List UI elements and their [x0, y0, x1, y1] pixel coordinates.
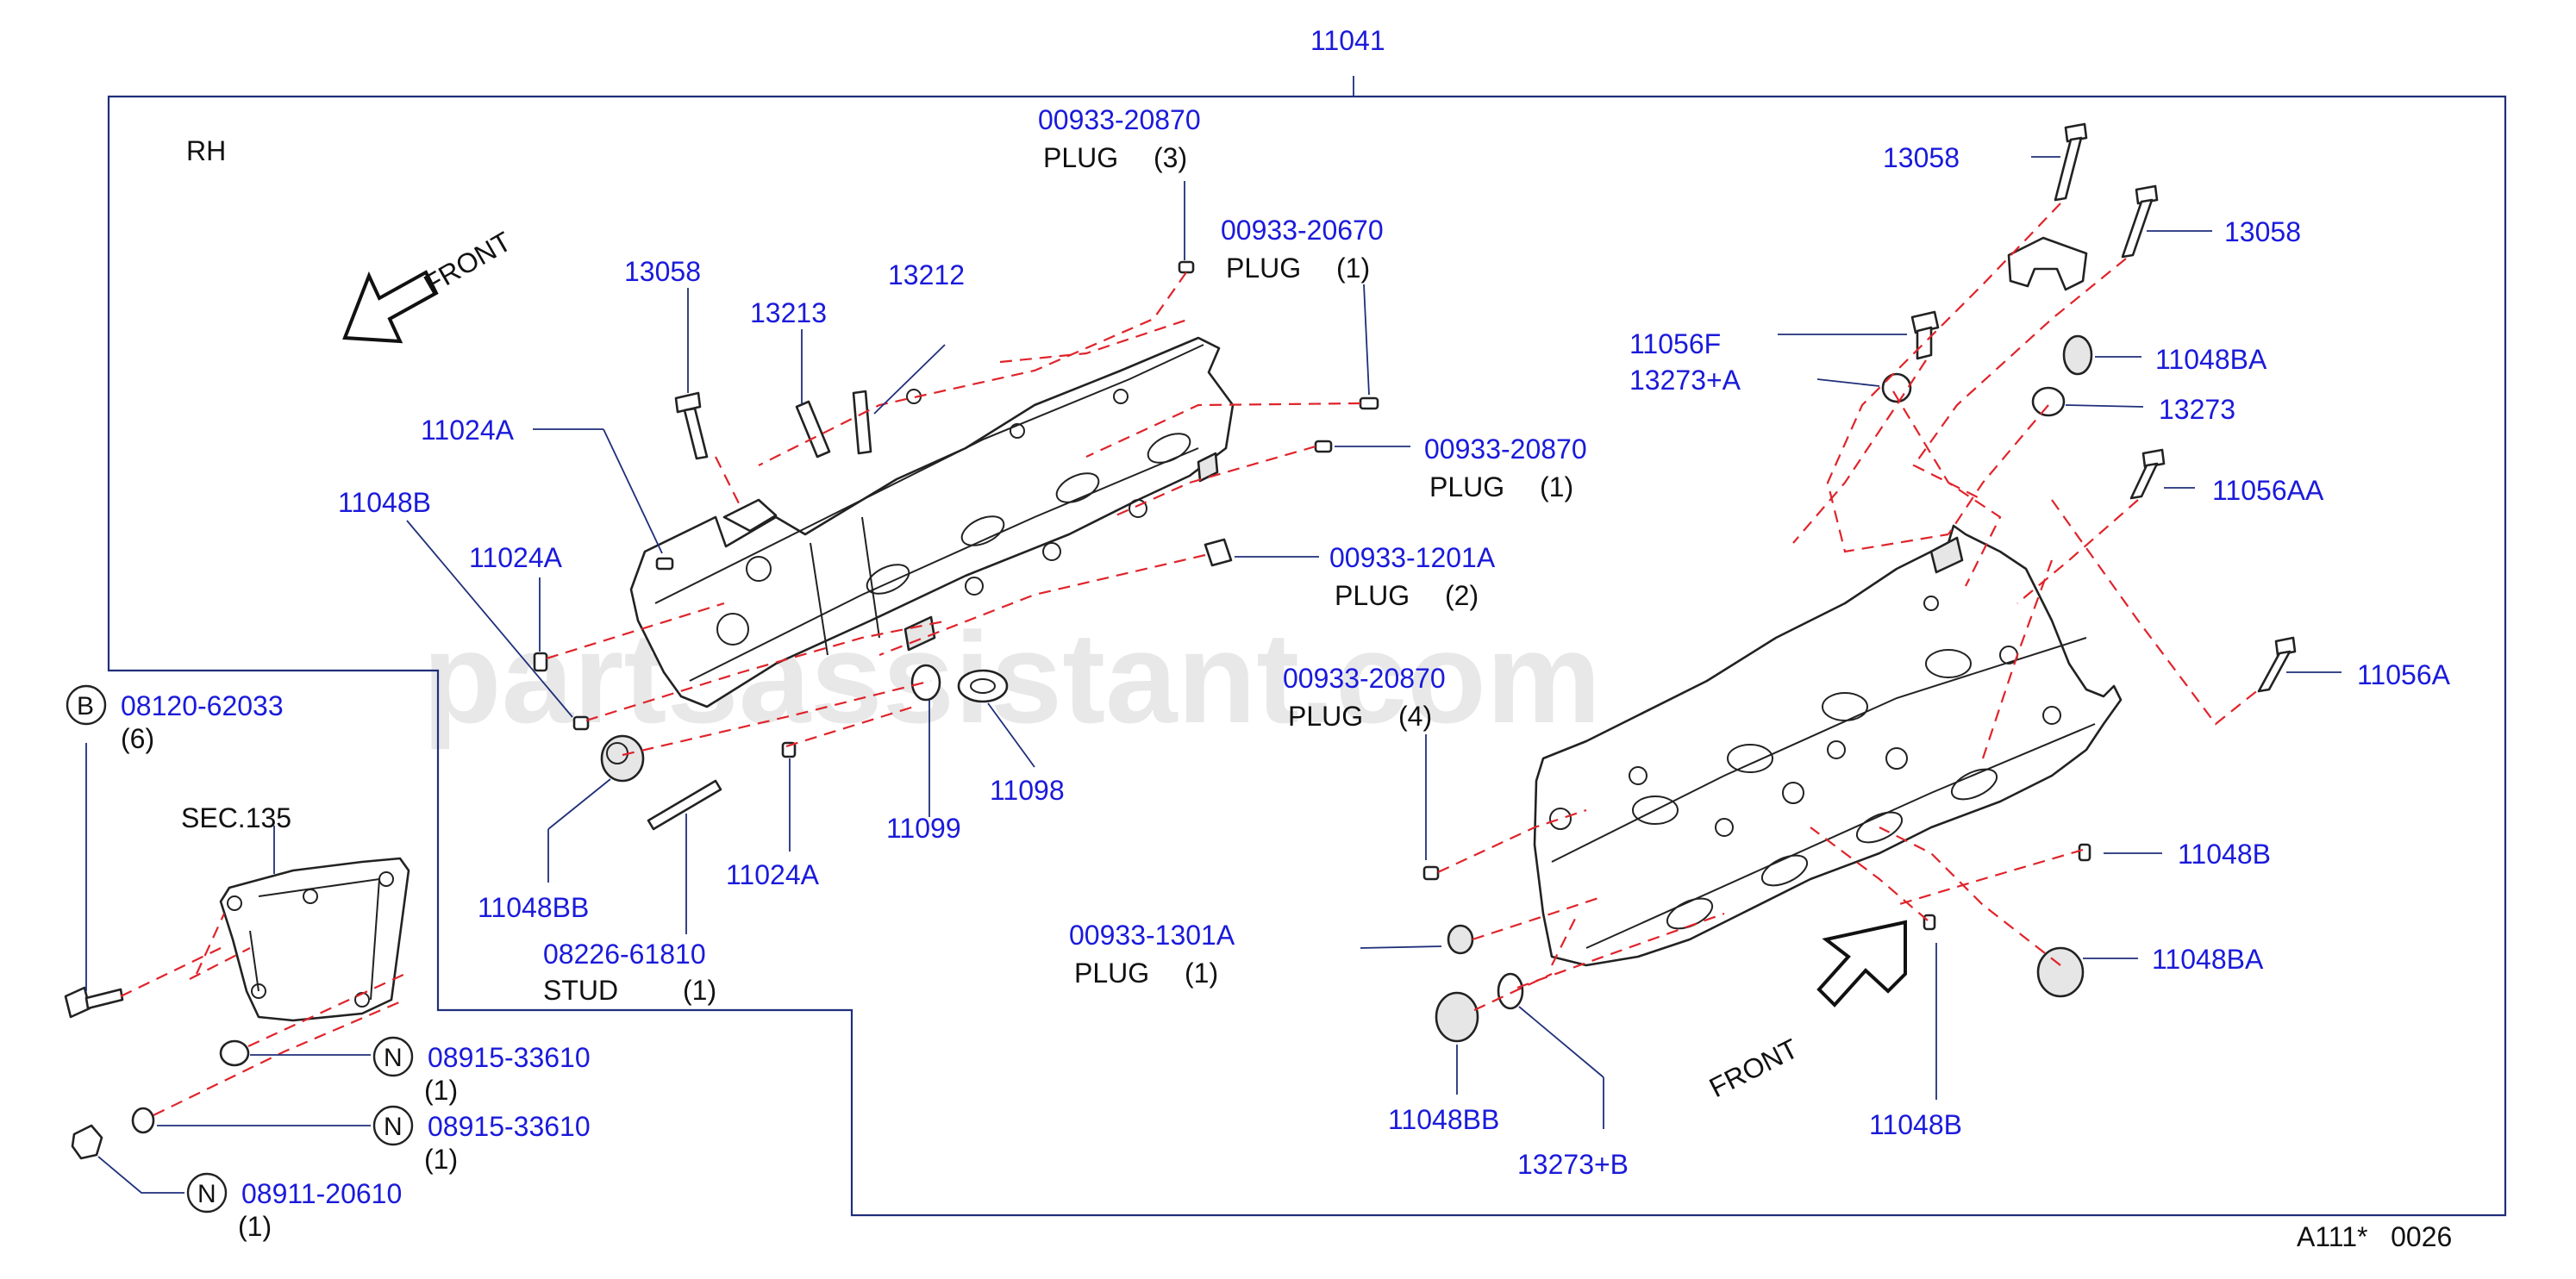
stud-qty: (1) [683, 975, 716, 1006]
right-11048bb-label[interactable]: 11048BB [1388, 1104, 1499, 1135]
left-11099-label[interactable]: 11099 [886, 813, 961, 844]
right-13273-label[interactable]: 13273 [2159, 394, 2235, 425]
right-13058-2-label[interactable]: 13058 [2224, 216, 2301, 247]
right-11048b-2-label[interactable]: 11048B [1869, 1109, 1962, 1140]
washer-n1-number[interactable]: 08915-33610 [428, 1042, 591, 1073]
left-13212-label[interactable]: 13212 [888, 259, 965, 290]
plug-20870-right-qty: (4) [1398, 701, 1432, 732]
plug-1301a-qty: (1) [1185, 958, 1218, 989]
right-11056a-label[interactable]: 11056A [2357, 659, 2451, 690]
left-dashed-lines [546, 271, 1361, 757]
plug-20870-top-desc: PLUG [1043, 142, 1118, 173]
plug-20870-mid-desc: PLUG [1429, 471, 1504, 502]
assembly-boundary [107, 95, 2507, 1217]
washer-n2-qty: (1) [424, 1144, 458, 1175]
sec135-hardware: B 08120-62033 (6) N 08915-33610 (1) N 08… [64, 684, 591, 1242]
sec135-bracket: SEC.135 [181, 802, 410, 1022]
plug-20870-right-desc: PLUG [1288, 701, 1363, 732]
right-11048ba-1-label[interactable]: 11048BA [2155, 344, 2267, 375]
plug-1201a-qty: (2) [1445, 580, 1479, 611]
right-11048b-1-label[interactable]: 11048B [2178, 839, 2271, 870]
nut-n-number[interactable]: 08911-20610 [241, 1178, 402, 1209]
plug-20870-top-number[interactable]: 00933-20870 [1038, 104, 1201, 135]
right-13058-1-label[interactable]: 13058 [1883, 142, 1960, 173]
washer-n1-symbol: N [384, 1044, 403, 1072]
left-13213-label[interactable]: 13213 [750, 297, 827, 328]
nut-n-symbol: N [197, 1180, 216, 1208]
left-13058-label[interactable]: 13058 [624, 256, 701, 287]
front-label-right: FRONT [1704, 1033, 1804, 1103]
nut-n-qty: (1) [238, 1211, 272, 1242]
front-label-left: FRONT [419, 226, 516, 300]
plug-20870-mid-qty: (1) [1540, 471, 1573, 502]
right-small-parts [1422, 122, 2297, 1043]
left-11024a-1-label[interactable]: 11024A [421, 415, 515, 446]
side-label: RH [186, 135, 226, 166]
plug-1301a-desc: PLUG [1074, 958, 1149, 989]
sec135-label: SEC.135 [181, 802, 291, 833]
left-cylinder-head [629, 336, 1235, 708]
right-11056f-label[interactable]: 11056F [1629, 328, 1721, 359]
plug-1201a-desc: PLUG [1335, 580, 1410, 611]
left-callouts: 00933-20870 PLUG (3) 00933-20670 PLUG (1… [338, 104, 1587, 1006]
washer-n1-qty: (1) [424, 1075, 458, 1106]
left-11048bb-label[interactable]: 11048BB [478, 892, 589, 923]
plug-20870-top-qty: (3) [1154, 142, 1187, 173]
right-11056aa-label[interactable]: 11056AA [2212, 475, 2324, 506]
plug-1301a-number[interactable]: 00933-1301A [1069, 920, 1235, 951]
right-dashed-lines [1437, 203, 2260, 1011]
front-arrow-left [342, 270, 439, 344]
right-13273a-label[interactable]: 13273+A [1629, 365, 1741, 396]
right-cylinder-head [1533, 524, 2123, 967]
washer-n2-number[interactable]: 08915-33610 [428, 1111, 591, 1142]
footer-code: A111* 0026 [2297, 1221, 2452, 1252]
plug-20870-right-number[interactable]: 00933-20870 [1283, 663, 1446, 694]
stud-desc: STUD [543, 975, 618, 1006]
main-assembly-number[interactable]: 11041 [1310, 25, 1385, 56]
right-callouts: 13058 13058 11056F 13273+A 11048BA 13273… [1069, 142, 2451, 1180]
watermark: partsassistant.com [422, 605, 1601, 750]
stud-number[interactable]: 08226-61810 [543, 939, 706, 970]
front-arrow-right [1816, 920, 1907, 1008]
right-13273b-label[interactable]: 13273+B [1517, 1149, 1629, 1180]
bolt-b-qty: (6) [121, 723, 154, 754]
plug-20670-desc: PLUG [1226, 253, 1301, 284]
plug-20870-mid-number[interactable]: 00933-20870 [1424, 434, 1587, 465]
washer-n2-symbol: N [384, 1113, 403, 1141]
plug-1201a-number[interactable]: 00933-1201A [1329, 542, 1496, 573]
left-11098-label[interactable]: 11098 [990, 775, 1065, 806]
left-11024a-3-label[interactable]: 11024A [726, 859, 820, 890]
left-11048b-label[interactable]: 11048B [338, 487, 431, 518]
left-small-parts [533, 260, 1379, 831]
right-11048ba-2-label[interactable]: 11048BA [2152, 944, 2264, 975]
bolt-b-symbol: B [77, 692, 94, 721]
bolt-b-number[interactable]: 08120-62033 [121, 690, 284, 721]
plug-20670-qty: (1) [1336, 253, 1370, 284]
left-11024a-2-label[interactable]: 11024A [469, 542, 563, 573]
plug-20670-number[interactable]: 00933-20670 [1221, 215, 1384, 246]
